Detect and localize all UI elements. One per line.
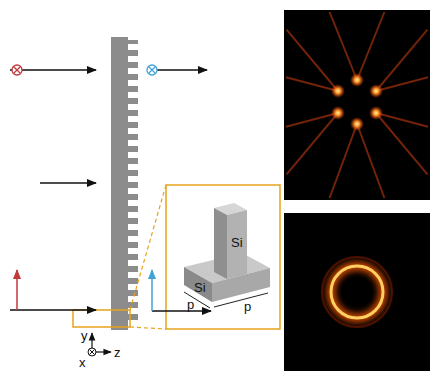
diffraction-ray	[376, 77, 428, 91]
focal-spot	[369, 106, 383, 120]
diffraction-ray	[286, 77, 338, 91]
diffraction-ray	[376, 30, 427, 91]
diffraction-ray	[286, 113, 338, 127]
axis-label: x	[79, 356, 86, 369]
diffraction-ray	[330, 124, 357, 198]
focal-spot	[369, 84, 383, 98]
period-label: p	[187, 298, 194, 311]
diffraction-ray	[330, 12, 357, 80]
diffraction-ray	[287, 113, 338, 174]
axis-label: z	[114, 346, 121, 359]
period-label: p	[244, 300, 251, 313]
diffraction-ray	[376, 113, 427, 174]
focal-spot	[331, 106, 345, 120]
diffraction-ray	[287, 30, 338, 91]
diffraction-ray	[376, 113, 428, 127]
diffraction-ray	[357, 12, 384, 80]
axis-label: y	[81, 329, 88, 342]
focal-spot	[350, 117, 364, 131]
material-label: Si	[194, 281, 206, 294]
material-label: Si	[231, 236, 243, 249]
diffraction-ray	[357, 124, 384, 198]
focal-spot	[331, 84, 345, 98]
focal-spot	[350, 73, 364, 87]
